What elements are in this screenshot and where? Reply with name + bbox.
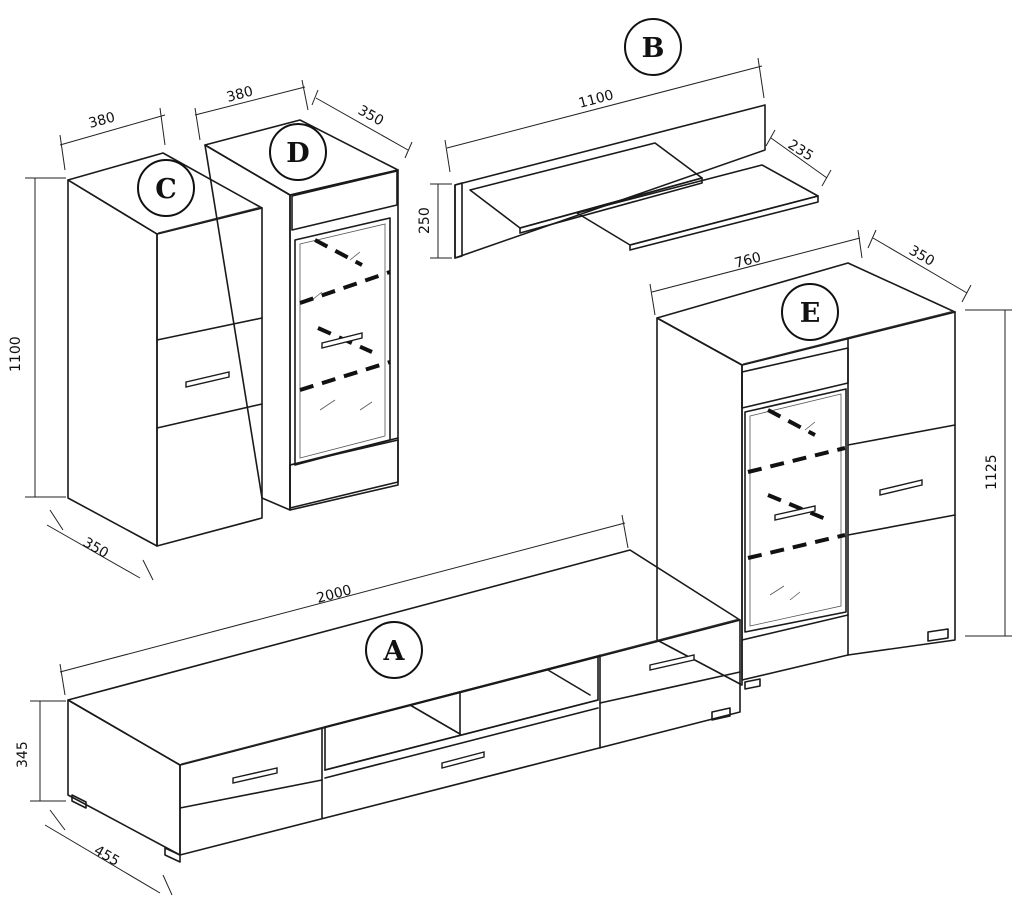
shelf-d-3 [314, 238, 363, 267]
dim-c-height: 1100 [8, 336, 24, 372]
dim-e-height: 1125 [984, 454, 1000, 490]
label-d: D [286, 138, 309, 169]
dim-c-depth: 350 [80, 535, 111, 562]
handle-c [185, 371, 230, 388]
unit-labels: B C D E A [137, 18, 839, 679]
shelf-e-1 [747, 446, 846, 474]
shelf-e-4 [767, 493, 829, 522]
dim-e-depth: 350 [906, 243, 937, 270]
unit-d-cabinet [204, 119, 399, 511]
shelf-d-2 [299, 360, 391, 392]
label-b: B [642, 33, 665, 64]
dim-b-height: 250 [417, 207, 433, 234]
label-c: C [155, 174, 177, 205]
unit-c-cabinet [67, 152, 263, 547]
handle-a-center [441, 751, 485, 769]
label-a: A [383, 636, 406, 667]
shelf-e-3 [767, 408, 816, 437]
unit-b-wall-shelf [454, 104, 819, 259]
handle-d [321, 332, 363, 349]
unit-e-cabinet [656, 262, 956, 690]
dim-a-width: 2000 [315, 582, 354, 607]
handle-a-right [649, 654, 695, 671]
dim-a-depth: 455 [91, 843, 122, 870]
unit-a-tv-bench [67, 549, 741, 863]
handle-e-glass [774, 505, 816, 521]
shelf-d-1 [299, 270, 391, 305]
dim-d-width: 380 [225, 83, 255, 105]
dim-d-depth: 350 [355, 103, 386, 130]
dim-b-depth: 235 [785, 137, 816, 165]
handle-e [879, 479, 923, 496]
shelf-e-2 [747, 533, 846, 560]
handle-a-left [232, 767, 278, 784]
dim-b-width: 1100 [577, 87, 616, 112]
dimension-lines [25, 57, 1012, 896]
label-e: E [800, 298, 821, 329]
dim-c-width: 380 [87, 109, 117, 131]
dim-a-height: 345 [15, 741, 31, 768]
dim-e-width: 760 [733, 249, 763, 271]
